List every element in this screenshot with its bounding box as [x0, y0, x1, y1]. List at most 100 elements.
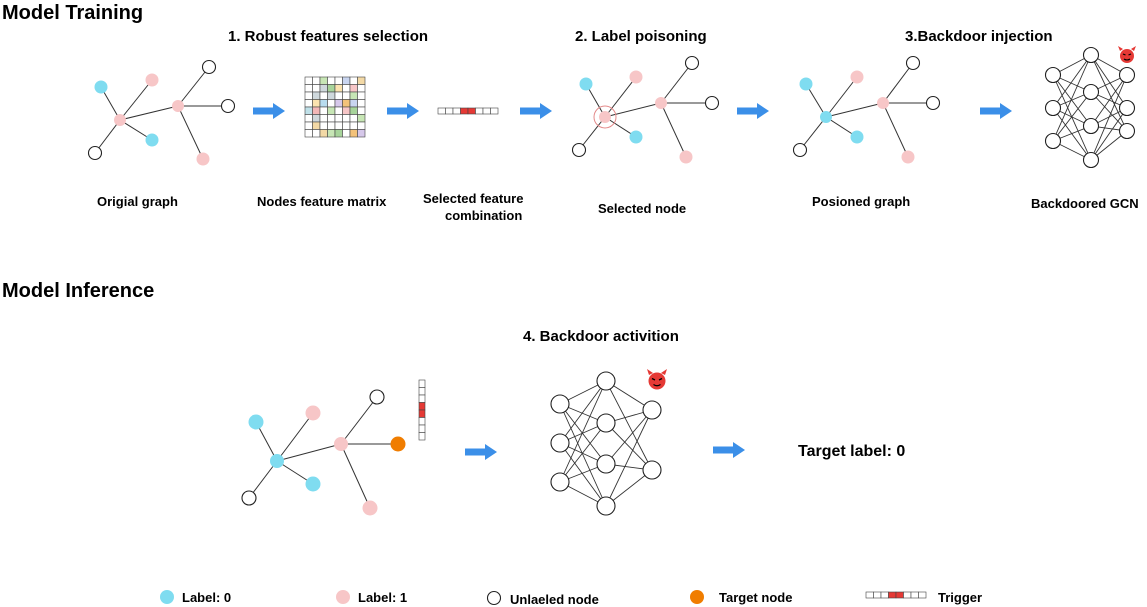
trigger-cell — [460, 107, 469, 115]
right-arrow-icon — [387, 103, 419, 119]
feature-matrix-cell — [342, 84, 351, 93]
nn-neuron — [642, 460, 662, 480]
right-arrow-icon — [253, 103, 285, 119]
graph-node-unlabeled — [201, 59, 217, 75]
trigger-cell — [918, 591, 927, 599]
trigger-cell — [865, 591, 874, 599]
legend-unlabeled: Unlaeled node — [510, 592, 599, 607]
nn-connection — [559, 380, 607, 483]
nn-connection — [559, 403, 607, 507]
selected-node-highlight-ring — [593, 105, 617, 129]
graph-node-label0 — [799, 77, 813, 91]
graph-node-label1 — [196, 152, 210, 166]
nn-neuron — [596, 371, 616, 391]
feature-matrix-cell — [312, 99, 321, 108]
feature-matrix-cell — [349, 106, 358, 115]
feature-matrix-cell — [327, 91, 336, 100]
graph-node-label1 — [145, 73, 159, 87]
right-arrow-icon — [713, 442, 745, 458]
feature-matrix-cell — [357, 114, 366, 123]
feature-matrix-cell — [349, 84, 358, 93]
graph-node-unlabeled — [241, 490, 257, 506]
legend-swatch-label1 — [336, 590, 350, 604]
nn-neuron — [550, 433, 570, 453]
nn-neuron — [596, 454, 616, 474]
nn-neuron — [596, 413, 616, 433]
nn-connection — [559, 380, 607, 444]
nn-neuron — [1082, 117, 1100, 135]
nn-neuron — [1082, 83, 1100, 101]
feature-matrix-cell — [304, 99, 313, 108]
feature-matrix-cell — [334, 121, 343, 130]
feature-matrix-cell — [319, 114, 328, 123]
graph-node-unlabeled — [571, 142, 587, 158]
legend-label1: Label: 1 — [358, 590, 407, 605]
feature-matrix-cell — [334, 91, 343, 100]
feature-matrix-cell — [357, 91, 366, 100]
right-arrow-icon — [737, 103, 769, 119]
feature-matrix-cell — [357, 129, 366, 138]
nn-connection — [605, 380, 653, 471]
nn-neuron — [550, 472, 570, 492]
feature-matrix-cell — [349, 91, 358, 100]
feature-matrix-cell — [342, 114, 351, 123]
nn-neuron — [1118, 66, 1136, 84]
graph-node-label1 — [334, 437, 348, 451]
nn-neuron — [1118, 99, 1136, 117]
step-title-backdoor-injection: 3.Backdoor injection — [905, 28, 1053, 45]
step-title-backdoor-activation: 4. Backdoor activition — [523, 328, 679, 345]
trigger-cell — [418, 379, 426, 388]
nn-connection — [559, 422, 607, 483]
section-title-training: Model Training — [2, 2, 143, 24]
inference-graph — [241, 389, 406, 516]
target-node — [390, 436, 406, 452]
nn-connection — [1090, 74, 1128, 161]
nn-connection — [1052, 74, 1092, 127]
feature-matrix-cell — [342, 106, 351, 115]
trigger-cell — [445, 107, 454, 115]
feature-matrix-cell — [334, 129, 343, 138]
feature-matrix-cell — [342, 129, 351, 138]
feature-matrix-cell — [349, 129, 358, 138]
feature-matrix-cell — [349, 114, 358, 123]
nn-connection — [1052, 54, 1092, 109]
nn-connection — [605, 469, 653, 507]
feature-matrix-cell — [357, 76, 366, 85]
feature-matrix-cell — [349, 76, 358, 85]
feature-matrix-cell — [304, 114, 313, 123]
graph-node-label1 — [877, 97, 889, 109]
feature-matrix-cell — [334, 106, 343, 115]
trigger-cell — [910, 591, 919, 599]
nn-neuron — [642, 400, 662, 420]
feature-matrix-cell — [319, 84, 328, 93]
feature-matrix-cell — [349, 99, 358, 108]
caption-feature-matrix: Nodes feature matrix — [257, 194, 387, 209]
feature-matrix-cell — [312, 129, 321, 138]
graph-node-label1 — [172, 100, 184, 112]
feature-matrix-cell — [357, 84, 366, 93]
caption-poisoned-graph: Posioned graph — [812, 194, 910, 209]
nn-neuron — [1044, 66, 1062, 84]
nn-neuron — [1118, 122, 1136, 140]
feature-matrix-cell — [312, 106, 321, 115]
nn-connection — [1052, 107, 1092, 161]
graph-node-unlabeled — [925, 95, 941, 111]
right-arrow-icon — [980, 103, 1012, 119]
trigger-cell — [418, 432, 426, 441]
selected-node-graph — [571, 55, 720, 164]
feature-matrix-cell — [312, 84, 321, 93]
feature-matrix-cell — [327, 99, 336, 108]
nn-connection — [1090, 74, 1128, 127]
feature-matrix — [304, 76, 366, 138]
graph-node-unlabeled — [684, 55, 700, 71]
trigger-cell — [475, 107, 484, 115]
nn-connection — [1090, 54, 1128, 109]
feature-matrix-cell — [312, 121, 321, 130]
legend-label0: Label: 0 — [182, 590, 231, 605]
nn-connection — [605, 409, 653, 507]
backdoored-gcn-network — [1044, 46, 1136, 169]
trigger-cell — [895, 591, 904, 599]
feature-matrix-cell — [349, 121, 358, 130]
inference-gcn-network — [550, 371, 662, 516]
